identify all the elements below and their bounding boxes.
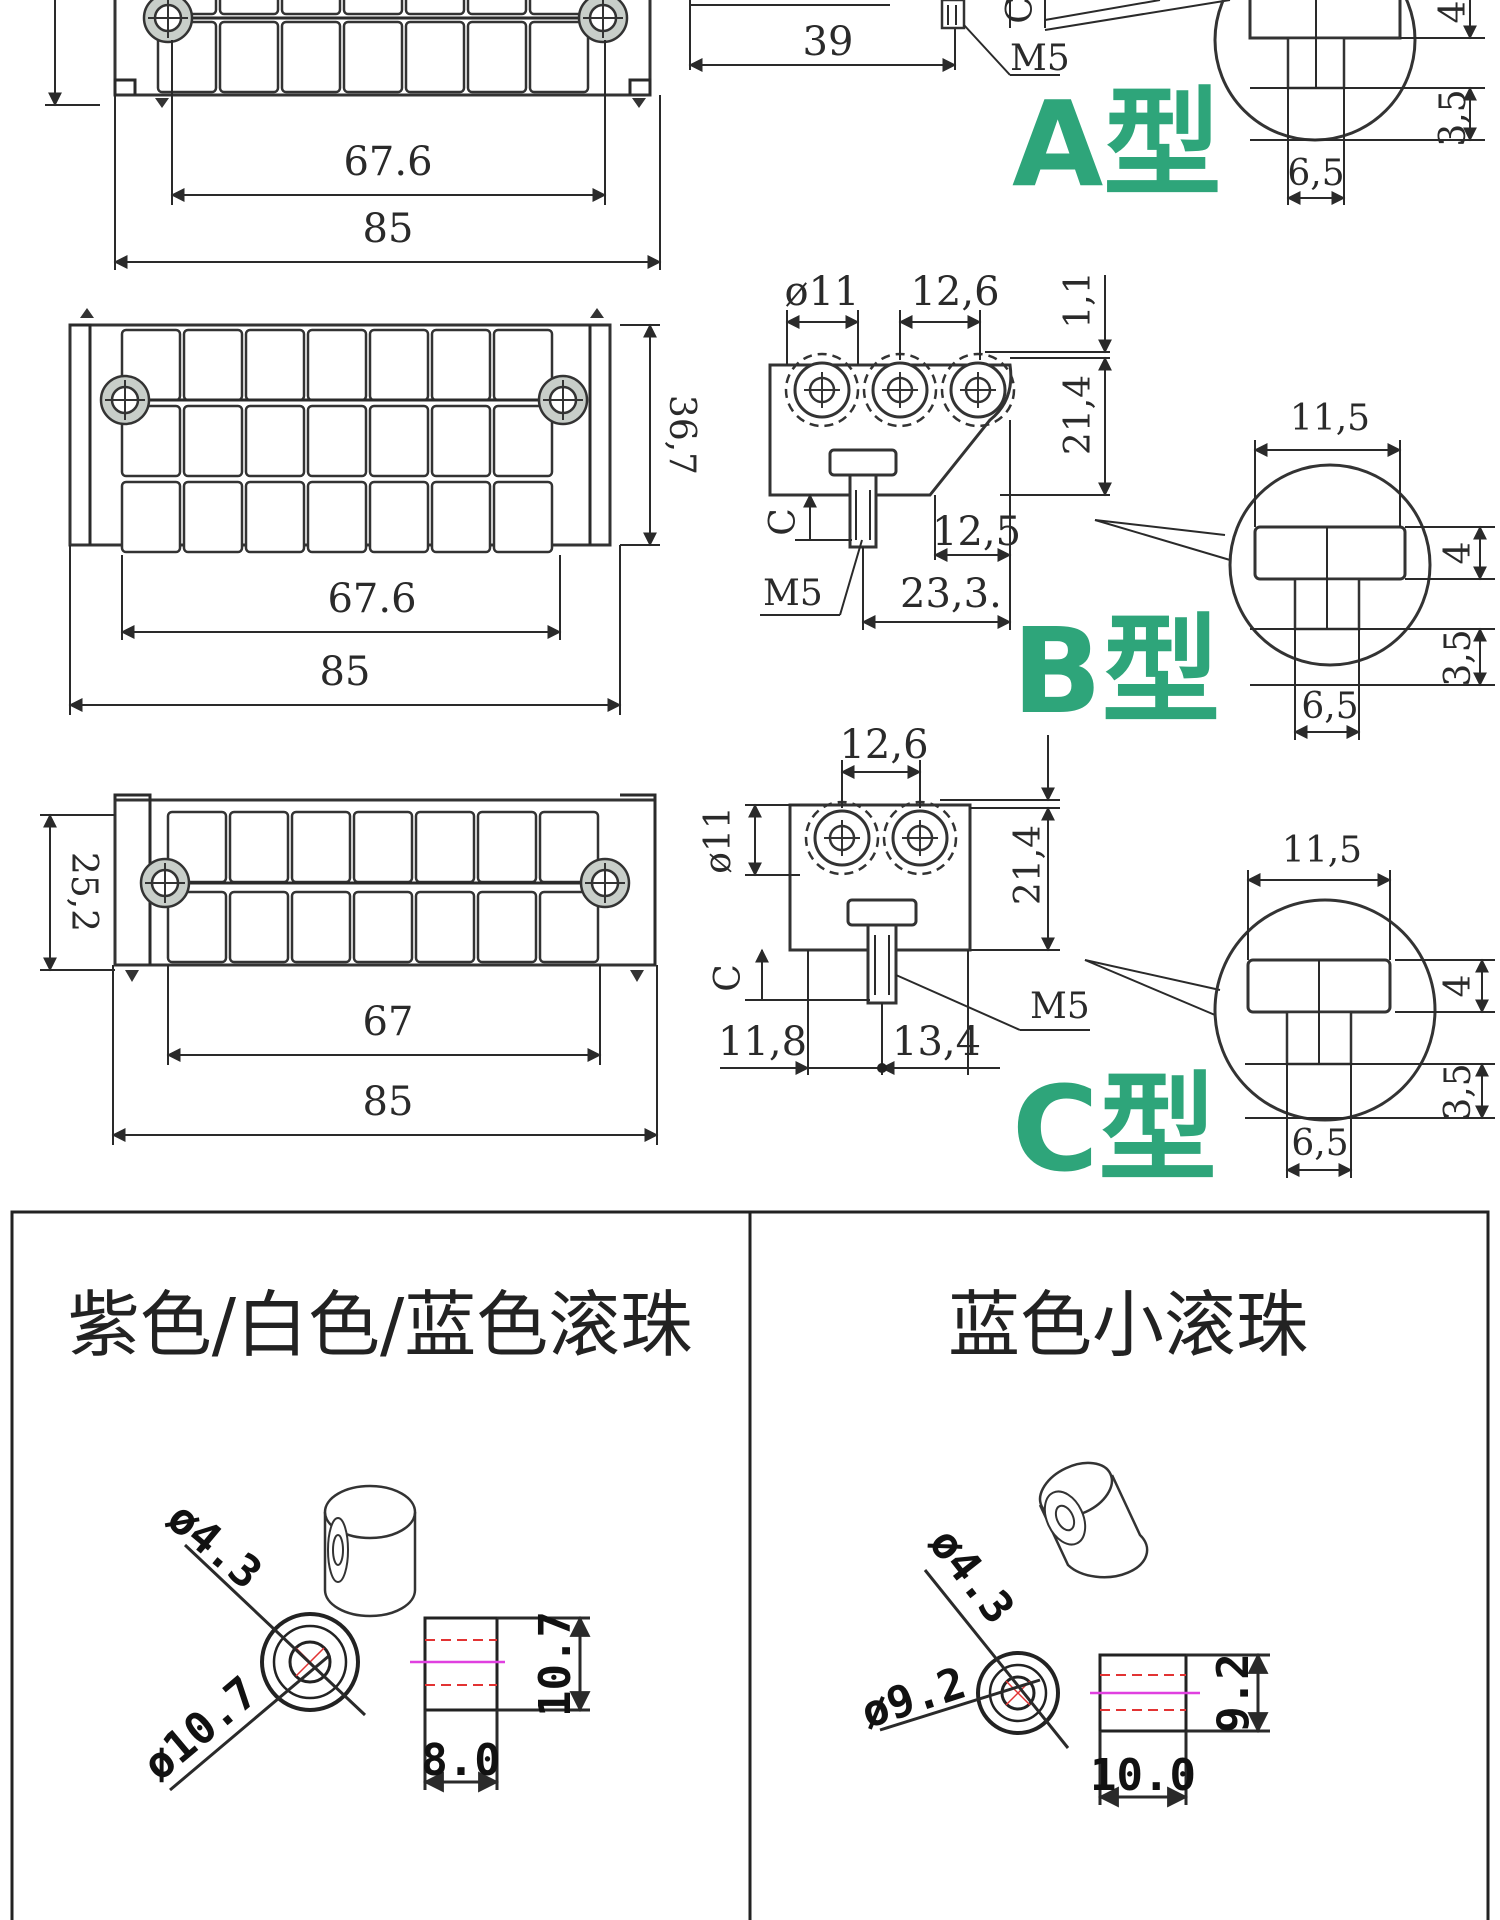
type-c-dim-4: 4 [1438, 975, 1479, 998]
panel-right-outer-dia: ø9.2 [855, 1658, 972, 1739]
type-c-height: 25,2 [63, 852, 104, 932]
type-c-label: C型 [1012, 1060, 1217, 1198]
type-b-outer-length: 85 [320, 649, 371, 695]
type-c-dim-11-8: 11,8 [718, 1019, 807, 1065]
type-b-roller-dia: ø11 [785, 269, 860, 315]
panel-left-height: 10.7 [530, 1611, 581, 1717]
type-a-detail-circle: 4 3,5 6,5 [1213, 0, 1485, 205]
type-b-detail-circle: 11,5 4 3,5 6,5 [1228, 398, 1495, 740]
type-b-dim-23-3: 23,3. [900, 571, 1002, 617]
type-c-dim-13-4: 13,4 [892, 1019, 981, 1065]
panel-left-width: 8.0 [421, 1735, 500, 1786]
type-b-dim-6-5: 6,5 [1301, 686, 1358, 727]
screw-icon [142, 0, 194, 44]
screw-icon [537, 374, 589, 426]
type-b-width-11-5: 11,5 [1290, 398, 1370, 439]
type-c-front-view: 25,2 67 85 [40, 793, 659, 1145]
ball-3d-icon [323, 1484, 417, 1618]
panel-left: 紫色/白色/蓝色滚珠 ø4.3 ø10.7 10.7 [68, 1283, 693, 1793]
small-ball-side-icon [1090, 1653, 1200, 1733]
small-ball-3d-icon [1038, 1461, 1149, 1579]
type-b-dim-21-4: 21,4 [1058, 375, 1099, 455]
screw-icon [579, 857, 631, 909]
type-a-dim-6-5: 6,5 [1287, 153, 1344, 194]
type-b-side-view: ø11 12,6 1,1 21,4 C 12,5 23,3. M5 B型 [760, 269, 1231, 740]
type-a-outer-length: 85 [363, 206, 414, 252]
type-b-label: B型 [1012, 602, 1220, 740]
panel-left-caption: 紫色/白色/蓝色滚珠 [68, 1283, 693, 1367]
panel-right-height: 9.2 [1208, 1653, 1259, 1732]
type-c-pitch: 12,6 [839, 722, 928, 768]
type-a-dim-4: 4 [1433, 1, 1474, 24]
type-a-length-39: 39 [803, 19, 854, 65]
type-c-roller-dia: ø11 [698, 806, 739, 873]
type-b-dim-12-5: 12,5 [932, 509, 1021, 555]
type-c-inner-length: 67 [363, 999, 414, 1045]
type-c-outer-length: 85 [363, 1079, 414, 1125]
type-a-dim-3-5: 3,5 [1433, 89, 1474, 146]
type-b-inner-length: 67.6 [327, 576, 416, 622]
panel-left-inner-dia: ø4.3 [157, 1492, 271, 1599]
type-a-side-view: 39 M5 C A型 [688, 0, 1231, 213]
panel-right-caption: 蓝色小滚珠 [948, 1283, 1308, 1367]
type-b-pitch: 12,6 [910, 269, 999, 315]
panel-right-width: 10.0 [1090, 1750, 1196, 1801]
type-b-dim-1-1: 1,1 [1058, 271, 1099, 328]
type-c-width-11-5: 11,5 [1282, 830, 1362, 871]
type-b-height: 36,7 [661, 395, 702, 475]
panel-right-inner-dia: ø4.3 [919, 1519, 1024, 1634]
screw-icon [99, 374, 151, 426]
type-b-dim-4: 4 [1438, 542, 1479, 565]
type-a-label: A型 [1012, 75, 1221, 213]
type-a-thread-m5: M5 [1010, 38, 1070, 79]
panel-right: 蓝色小滚珠 ø4.3 ø9.2 9.2 10. [855, 1283, 1308, 1808]
type-a-c-label: C [1000, 0, 1041, 24]
type-c-dim-6-5: 6,5 [1291, 1123, 1348, 1164]
type-b-c-label: C [763, 508, 804, 536]
type-c-dim-21-4: 21,4 [1008, 825, 1049, 905]
panel-left-outer-dia: ø10.7 [134, 1667, 268, 1791]
type-c-c-label: C [708, 964, 749, 992]
ball-side-icon [410, 1616, 505, 1712]
screw-icon [577, 0, 629, 44]
type-c-dim-3-5: 3,5 [1438, 1063, 1479, 1120]
type-a-front-view: 67.6 85 [45, 0, 662, 270]
type-c-thread-m5: M5 [1030, 986, 1090, 1027]
screw-icon [139, 857, 191, 909]
type-c-side-view: 12,6 ø11 21,4 C 11,8 13,4 M5 C型 [698, 722, 1221, 1198]
type-b-dim-3-5: 3,5 [1438, 629, 1479, 686]
type-b-thread-m5: M5 [763, 573, 823, 614]
type-a-inner-length: 67.6 [343, 139, 432, 185]
type-c-detail-circle: 11,5 4 3,5 6,5 [1213, 830, 1495, 1178]
type-b-front-view: 67.6 85 36,7 [68, 308, 702, 715]
